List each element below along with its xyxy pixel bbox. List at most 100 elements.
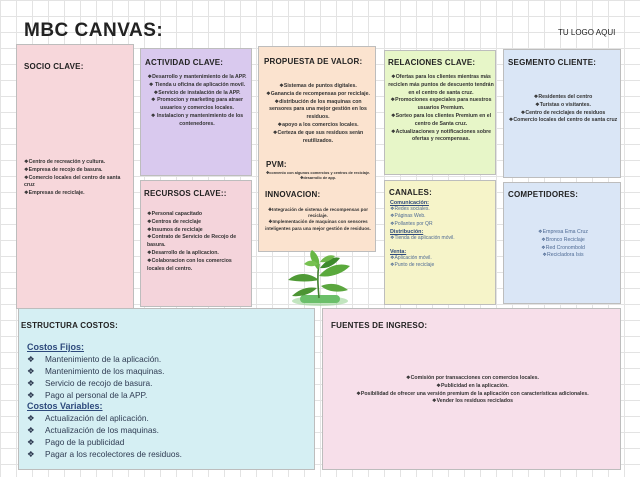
card-title: COMPETIDORES: [508,190,578,199]
logo-placeholder: TU LOGO AQUI [558,28,615,37]
list-item: ❖Pagar a los recolectores de residuos. [27,448,307,460]
costos-content: Costos Fijos: ❖Mantenimiento de la aplic… [27,342,307,460]
list-item: ❖Turistas o visitantes. [508,102,618,110]
list-item: ❖Vender los residuos reciclados [327,398,618,406]
costos-variables-label: Costos Variables: [27,401,307,411]
list-item: ❖Pago al personal de la APP. [27,389,307,401]
list-item-text: Servicio de recojo de basura. [45,378,152,388]
card-title: ESTRUCTURA COSTOS: [21,321,118,330]
list-item: ❖Promociones especiales para nuestros us… [388,97,494,113]
costos-fijos-label: Costos Fijos: [27,342,307,352]
comunicacion-list: ❖Redes sociales. ❖Páginas Web. ❖Pollante… [390,206,494,228]
costos-fijos-list: ❖Mantenimiento de la aplicación. ❖Manten… [27,353,307,401]
segmento-list: ❖Residentes del centro ❖Turistas o visit… [508,94,618,125]
card-canales[interactable]: CANALES: Comunicación: ❖Redes sociales. … [384,180,496,305]
list-item: ❖Sistemas de puntos digitales. [264,83,372,91]
venta-list: ❖Aplicación móvil. ❖Punto de reciclaje [390,255,494,270]
list-item: ❖distribución de los maquinas con sensor… [264,99,372,122]
socio-list: ❖Centro de recreación y cultura. ❖Empres… [24,159,128,198]
list-item-text: Mantenimiento de los maquinas. [45,366,164,376]
card-fuentes-ingreso[interactable]: FUENTES DE INGRESO: ❖Comisión por transa… [322,308,621,470]
pvm-title: PVM: [266,160,287,169]
card-title: CANALES: [389,188,432,197]
list-item-text: Pago al personal de la APP. [45,390,147,400]
list-item: ❖desarrollo de app. [264,176,372,181]
list-item: ❖Redes sociales. [390,206,494,213]
list-item-text: Pago de la publicidad [45,437,124,447]
card-segmento-cliente[interactable]: SEGMENTO CLIENTE: ❖Residentes del centro… [503,49,621,178]
relaciones-list: ❖Ofertas para los clientes mientras más … [388,74,494,144]
list-item: ❖Empresa de recojo de basura. [24,167,128,175]
list-item-text: Mantenimiento de la aplicación. [45,354,161,364]
competidores-list: ❖Empresa Ema Cruz ❖Bronco Reciclaje ❖Red… [508,229,618,260]
list-item: ❖Ganancia de recompensas por reciclaje. [264,91,372,99]
list-item: ❖Residentes del centro [508,94,618,102]
card-title: RECURSOS CLAVE:: [144,189,227,198]
list-item: ❖Tienda de aplicación móvil. [390,235,494,242]
card-estructura-costos[interactable]: ESTRUCTURA COSTOS: Costos Fijos: ❖Manten… [18,308,315,470]
canales-groups: Comunicación: ❖Redes sociales. ❖Páginas … [390,199,494,270]
list-item: ❖Actualizaciones y notificaciones sobre … [388,129,494,145]
canvas-title: MBC CANVAS: [24,20,163,42]
list-item: ❖ Instalacion y mantenimiento de los con… [145,113,249,129]
list-item: ❖Personal capacitado [147,211,249,219]
list-item: ❖Sorteo para los clientes Premium en el … [388,113,494,129]
list-item: ❖Comercio locales del centro de santa cr… [508,117,618,125]
card-relaciones-clave[interactable]: RELACIONES CLAVE: ❖Ofertas para los clie… [384,50,496,175]
list-item: ❖Servicio de recojo de basura. [27,377,307,389]
card-actividad-clave[interactable]: ACTIVIDAD CLAVE: ❖Desarrollo y mantenimi… [140,48,252,176]
card-title: SEGMENTO CLIENTE: [508,58,596,67]
innovacion-title: INNOVACION: [265,190,320,199]
card-propuesta-valor[interactable]: PROPUESTA DE VALOR: ❖Sistemas de puntos … [258,46,376,252]
list-item: ❖Publicidad en la aplicación. [327,383,618,391]
list-item: ❖Páginas Web. [390,213,494,220]
card-title: FUENTES DE INGRESO: [331,321,427,330]
list-item: ❖Actualización de los maquinas. [27,424,307,436]
propuesta-list: ❖Sistemas de puntos digitales. ❖Ganancia… [264,83,372,145]
list-item-text: Pagar a los recolectores de residuos. [45,449,182,459]
list-item: ❖Red Cronombold [508,245,618,253]
list-item: ❖Colaboracion con los comercios locales … [147,258,249,274]
distribucion-list: ❖Tienda de aplicación móvil. [390,235,494,242]
list-item: ❖apoyo a los comercios locales. [264,122,372,130]
list-item: ❖Integración de sistema de recompensas p… [264,207,372,219]
innovacion-list: ❖Integración de sistema de recompensas p… [264,207,372,232]
card-title: PROPUESTA DE VALOR: [264,57,362,66]
plant-illustration [282,250,356,308]
list-item: ❖Desarrollo de la aplicacion. [147,250,249,258]
list-item: ❖Punto de reciclaje [390,262,494,269]
list-item-text: Actualización de los maquinas. [45,425,159,435]
card-competidores[interactable]: COMPETIDORES: ❖Empresa Ema Cruz ❖Bronco … [503,182,621,304]
list-item: ❖ Tienda u oficina de aplicación movil. [145,82,249,90]
costos-variables-list: ❖Actualización del aplicación. ❖Actualiz… [27,412,307,460]
list-item: ❖Centros de reciclaje [147,219,249,227]
list-item: ❖Actualización del aplicación. [27,412,307,424]
list-item: ❖Desarrollo y mantenimiento de la APP. [145,74,249,82]
card-socio-clave[interactable]: SOCIO CLAVE: ❖Centro de recreación y cul… [16,44,134,309]
list-item: ❖Aplicación móvil. [390,255,494,262]
list-item: ❖Bronco Reciclaje [508,237,618,245]
list-item: ❖Ofertas para los clientes mientras más … [388,74,494,97]
list-item: ❖Pollantes por QR [390,221,494,228]
list-item: ❖Implementación de maquinas con sensores… [264,219,372,231]
card-title: SOCIO CLAVE: [24,62,84,71]
list-item: ❖Recicladora Isis [508,252,618,260]
list-item: ❖Pago de la publicidad [27,436,307,448]
card-recursos-clave[interactable]: RECURSOS CLAVE:: ❖Personal capacitado ❖C… [140,180,252,307]
recursos-list: ❖Personal capacitado ❖Centros de recicla… [147,211,249,273]
list-item: ❖Comisión por transacciones con comercio… [327,375,618,383]
list-item: ❖Certeza de que sus residuos serán reuti… [264,130,372,146]
pvm-list: ❖convenio con algunos comercios y centro… [264,171,372,181]
list-item: ❖Mantenimiento de los maquinas. [27,365,307,377]
list-item: ❖Centro de recreación y cultura. [24,159,128,167]
list-item: ❖Contrato de Servicio de Recojo de basur… [147,234,249,250]
list-item: ❖Empresas de reciclaje. [24,190,128,198]
list-item-text: Actualización del aplicación. [45,413,149,423]
ingresos-list: ❖Comisión por transacciones con comercio… [327,375,618,406]
actividad-list: ❖Desarrollo y mantenimiento de la APP. ❖… [145,74,249,129]
card-title: ACTIVIDAD CLAVE: [145,58,223,67]
list-item: ❖Empresa Ema Cruz [508,229,618,237]
list-item: ❖ Promocion y marketing para atraer usua… [145,97,249,113]
card-title: RELACIONES CLAVE: [388,58,475,67]
list-item: ❖Mantenimiento de la aplicación. [27,353,307,365]
